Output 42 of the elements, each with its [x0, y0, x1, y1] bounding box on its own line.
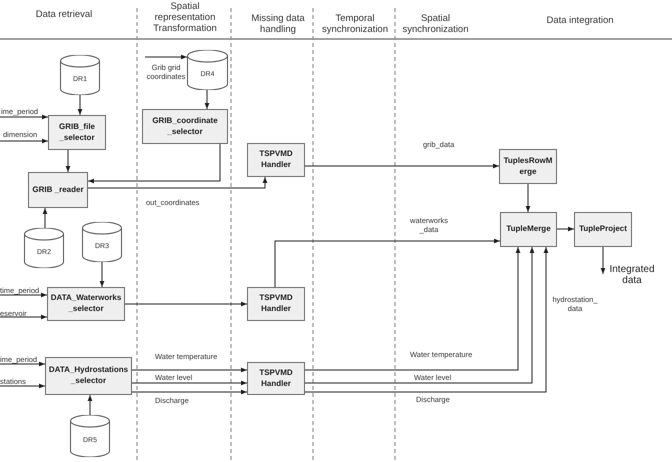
arrow [204, 90, 210, 110]
process-box: TupleProject [574, 212, 632, 247]
process-box: TupleMerge [500, 212, 557, 247]
arrow [88, 394, 92, 416]
process-box: TSPVMD Handler [247, 143, 305, 177]
process-box: TSPVMD Handler [247, 287, 305, 321]
process-box: DATA_Waterworks _selector [47, 287, 125, 321]
output-text: Integrated data [603, 260, 661, 290]
process-box: TuplesRowM erge [499, 149, 557, 184]
arrow [304, 164, 500, 168]
arrow [0, 292, 48, 298]
process-box: GRIB_coordinate _selector [142, 109, 228, 144]
arrow [556, 226, 574, 232]
arrow [274, 238, 500, 288]
process-box: GRIB_file _selector [48, 115, 106, 150]
process-box: DATA_Hydrostations _selector [45, 357, 132, 395]
arrow [124, 302, 248, 306]
arrow [132, 380, 248, 386]
arrow [526, 184, 530, 212]
arrow [88, 176, 268, 188]
arrow [100, 262, 104, 288]
lane-header: Spatial representation Transformation [152, 2, 218, 35]
process-box: GRIB _reader [28, 172, 88, 208]
lane-header: Temporal synchronization [320, 14, 389, 36]
lane-header: Spatial synchronization [401, 14, 470, 36]
lane-header: Data retrieval [34, 10, 94, 21]
lane-header: Data integration [545, 16, 615, 27]
arrow [88, 144, 220, 184]
arrow [66, 150, 70, 172]
arrow [0, 314, 48, 320]
arrow [144, 54, 188, 60]
arrow [600, 246, 606, 274]
arrow [132, 368, 248, 372]
arrow [0, 362, 46, 366]
lane-header: Missing data handling [250, 14, 306, 36]
arrow [0, 384, 46, 388]
arrow [0, 138, 48, 144]
arrow [132, 390, 248, 394]
arrow [0, 114, 48, 120]
process-box: TSPVMD Handler [247, 362, 305, 395]
arrow [42, 208, 48, 228]
arrow [78, 94, 82, 116]
